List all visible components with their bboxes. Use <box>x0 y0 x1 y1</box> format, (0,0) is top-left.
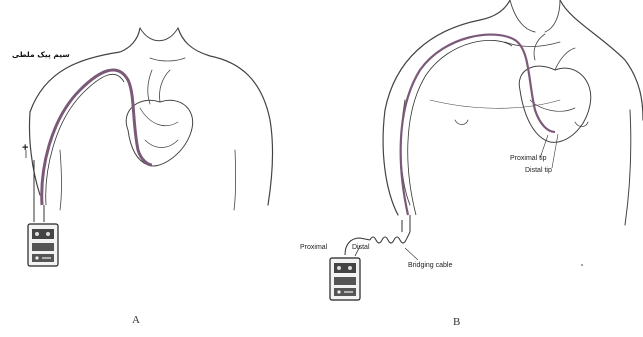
bridging-cable-coil <box>370 237 406 243</box>
torso-a-left-shoulder <box>30 28 140 112</box>
catheter-b <box>401 35 555 215</box>
polarity-sign-a: + <box>22 142 28 154</box>
torso-b-right-side <box>625 110 631 225</box>
proximal-tip-label: Proximal tip <box>510 155 547 162</box>
torso-b-left-shoulder <box>385 0 510 110</box>
catheter-label-a: سیم پیک ملطی <box>12 50 70 59</box>
bridging-cable-label: Bridging cable <box>408 262 452 269</box>
torso-a-inner-right <box>234 150 236 210</box>
pacing-box-b <box>330 258 360 300</box>
pacing-box-a <box>28 224 58 266</box>
proximal-label: Proximal <box>300 244 327 251</box>
panel-b-drawing <box>383 0 643 225</box>
torso-b-right-shoulder <box>560 0 643 120</box>
torso-b-left-arm <box>383 110 398 215</box>
torso-a-inner-left <box>60 150 62 210</box>
torso-a-left-arm <box>29 112 40 195</box>
panel-label-b: B <box>453 316 460 328</box>
torso-a-right-side <box>268 120 273 205</box>
catheter-a <box>42 70 152 205</box>
panel-label-a: A <box>132 314 140 326</box>
distal-tip-label: Distal tip <box>525 167 552 174</box>
distal-label: Distal <box>352 244 370 251</box>
torso-a-right-shoulder <box>178 28 270 120</box>
